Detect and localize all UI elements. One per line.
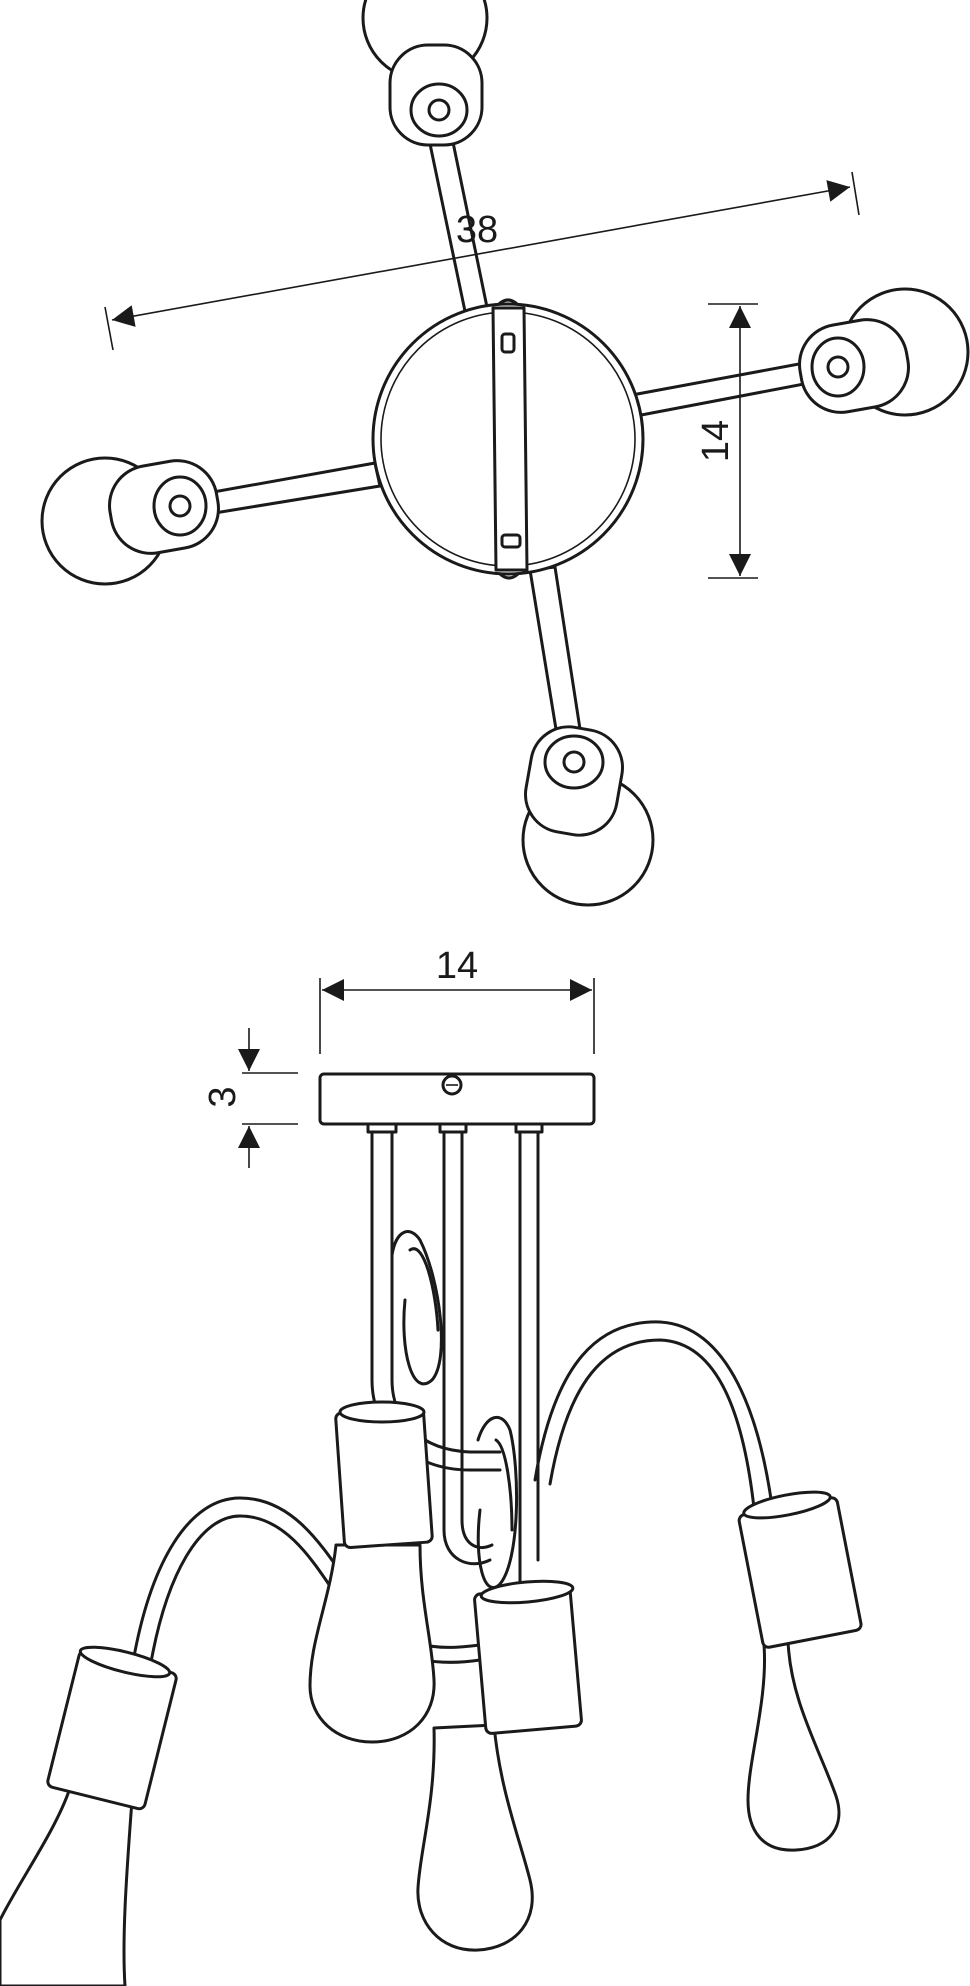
side-view: 14 3 xyxy=(0,945,863,1986)
top-bulb-east xyxy=(798,287,970,417)
side-bulb-left xyxy=(0,1645,178,1986)
top-bulb-south xyxy=(521,725,655,907)
dimension-top-width: 38 xyxy=(104,171,860,351)
dimension-side-width: 14 xyxy=(319,945,595,1054)
dimension-top-depth: 14 xyxy=(695,303,758,579)
dimension-label-14-horizontal: 14 xyxy=(436,945,478,987)
dimension-label-3: 3 xyxy=(202,1086,244,1107)
side-bulb-back xyxy=(308,1400,436,1744)
dimension-label-38: 38 xyxy=(456,209,498,251)
side-bulb-front xyxy=(416,1579,583,1952)
side-canopy xyxy=(318,1072,596,1134)
top-bulb-north xyxy=(361,0,489,147)
dimension-side-height: 3 xyxy=(202,1028,298,1168)
top-view: 38 14 xyxy=(40,0,970,907)
top-bulb-west xyxy=(40,456,220,586)
side-arms xyxy=(130,1126,774,1670)
top-canopy xyxy=(371,298,645,580)
side-bulb-right xyxy=(737,1490,863,1852)
dimension-label-14-vertical: 14 xyxy=(695,420,737,462)
